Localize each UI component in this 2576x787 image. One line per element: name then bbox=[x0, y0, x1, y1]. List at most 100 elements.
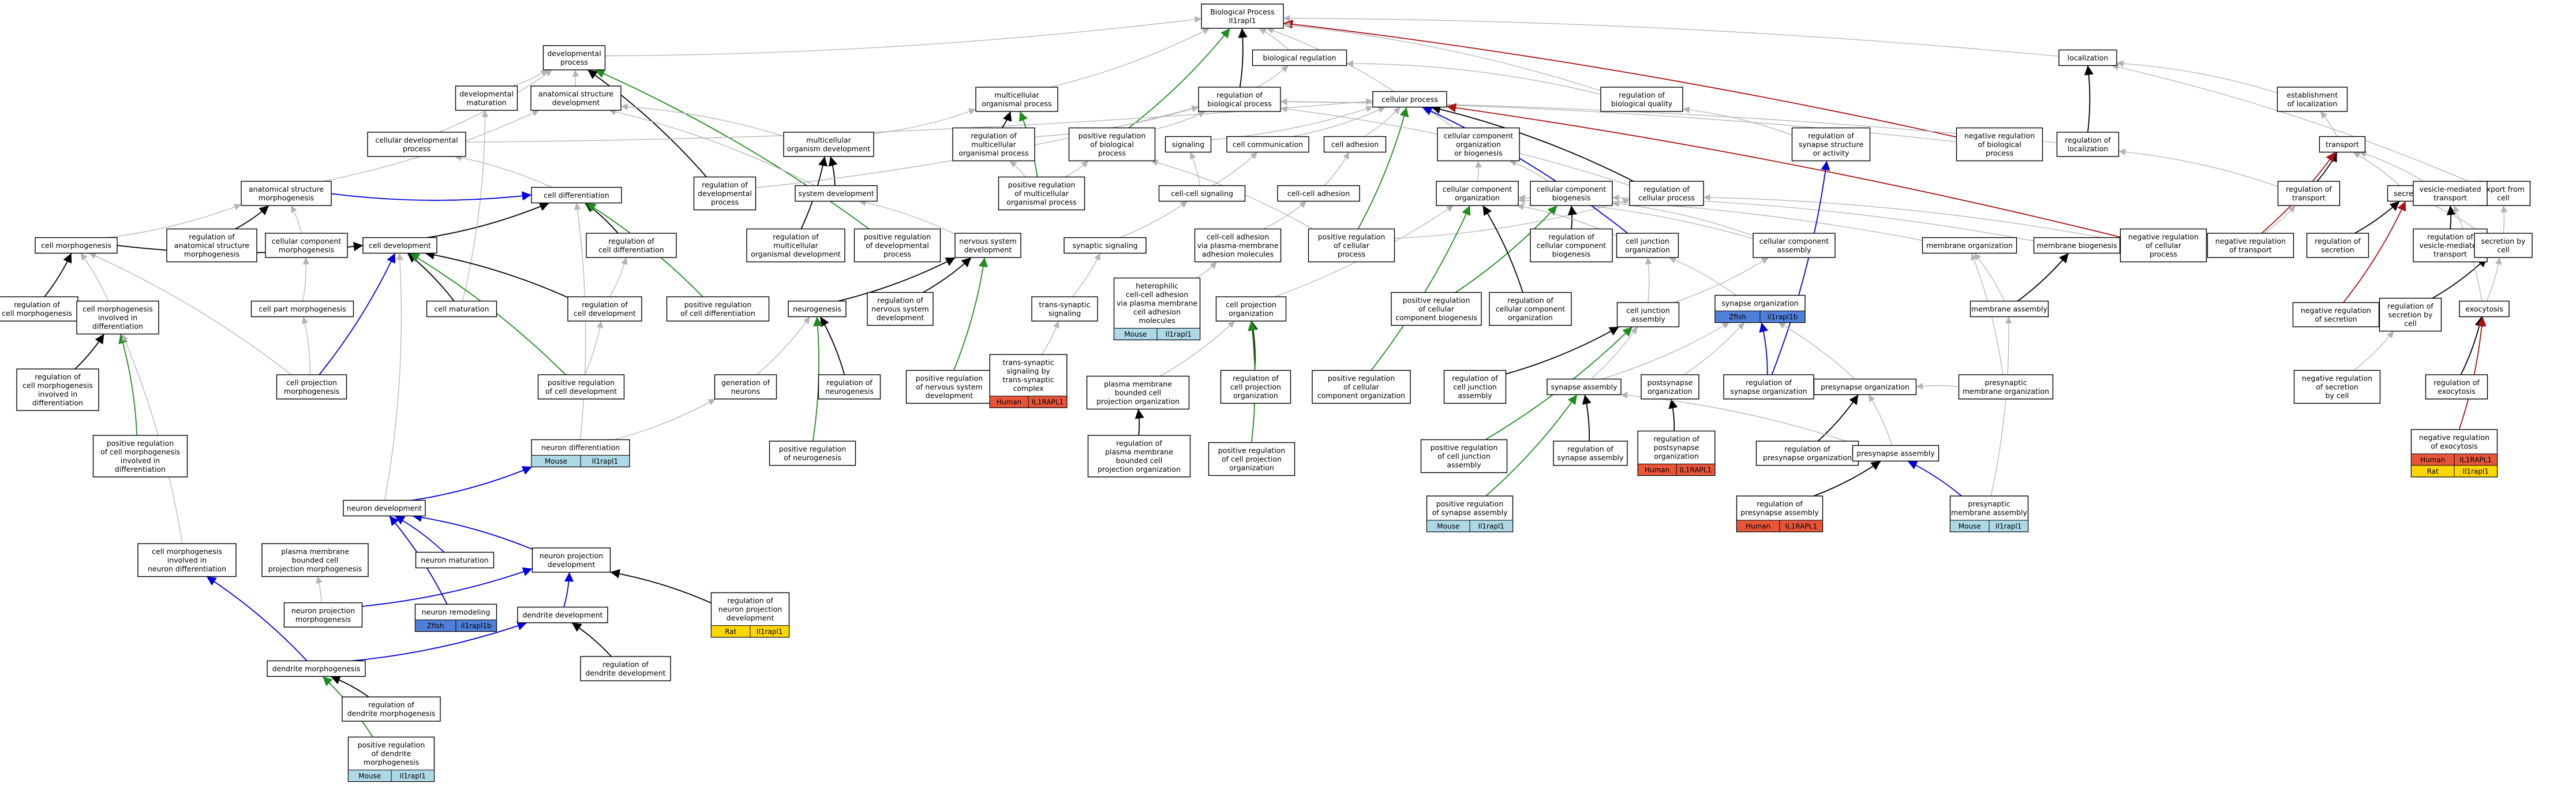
go-term-node-reg-postsyn-org[interactable]: regulation ofpostsynapseorganizationHuma… bbox=[1637, 430, 1716, 476]
go-term-node-dendrite-dev[interactable]: dendrite development bbox=[517, 606, 608, 624]
go-term-node-presyn-asm[interactable]: presynapse assembly bbox=[1852, 445, 1940, 462]
go-term-node-sys-dev[interactable]: system development bbox=[795, 185, 878, 202]
go-term-node-breg[interactable]: biological regulation bbox=[1252, 49, 1347, 66]
go-term-node-dendrite-morph[interactable]: dendrite morphogenesis bbox=[267, 660, 366, 677]
go-term-node-syn-sig[interactable]: synaptic signaling bbox=[1064, 237, 1147, 254]
go-term-node-neuron-dev[interactable]: neuron development bbox=[343, 499, 426, 517]
go-term-node-cell-comm[interactable]: cell communication bbox=[1226, 136, 1309, 153]
go-term-node-cell-morph[interactable]: cell morphogenesis bbox=[35, 237, 118, 254]
go-term-node-neuron-maturation[interactable]: neuron maturation bbox=[415, 551, 495, 569]
go-term-node-cell-adh[interactable]: cell adhesion bbox=[1323, 136, 1387, 153]
go-term-node-cell-diff[interactable]: cell differentiation bbox=[531, 187, 622, 204]
go-term-node-exocytosis[interactable]: exocytosis bbox=[2459, 300, 2510, 318]
go-term-node-cell-cell-adh[interactable]: cell-cell adhesion bbox=[1277, 185, 1360, 202]
go-term-node-membrane-bio[interactable]: membrane biogenesis bbox=[2033, 237, 2121, 254]
go-term-node-cell-maturation[interactable]: cell maturation bbox=[426, 300, 497, 318]
go-term-node-cellular-process[interactable]: cellular process bbox=[1372, 91, 1447, 108]
go-term-node-synapse-asm[interactable]: synapse assembly bbox=[1547, 378, 1622, 396]
go-term-node-cell-cell-sig[interactable]: cell-cell signaling bbox=[1158, 185, 1246, 202]
go-term-node-signaling[interactable]: signaling bbox=[1165, 136, 1212, 153]
go-term-node-localization[interactable]: localization bbox=[2058, 49, 2117, 66]
go-term-node-membrane-org[interactable]: membrane organization bbox=[1922, 237, 2017, 254]
go-term-node-membrane-asm[interactable]: membrane assembly bbox=[1970, 300, 2049, 318]
go-term-node-cell-part-morph[interactable]: cell part morphogenesis bbox=[250, 300, 354, 318]
